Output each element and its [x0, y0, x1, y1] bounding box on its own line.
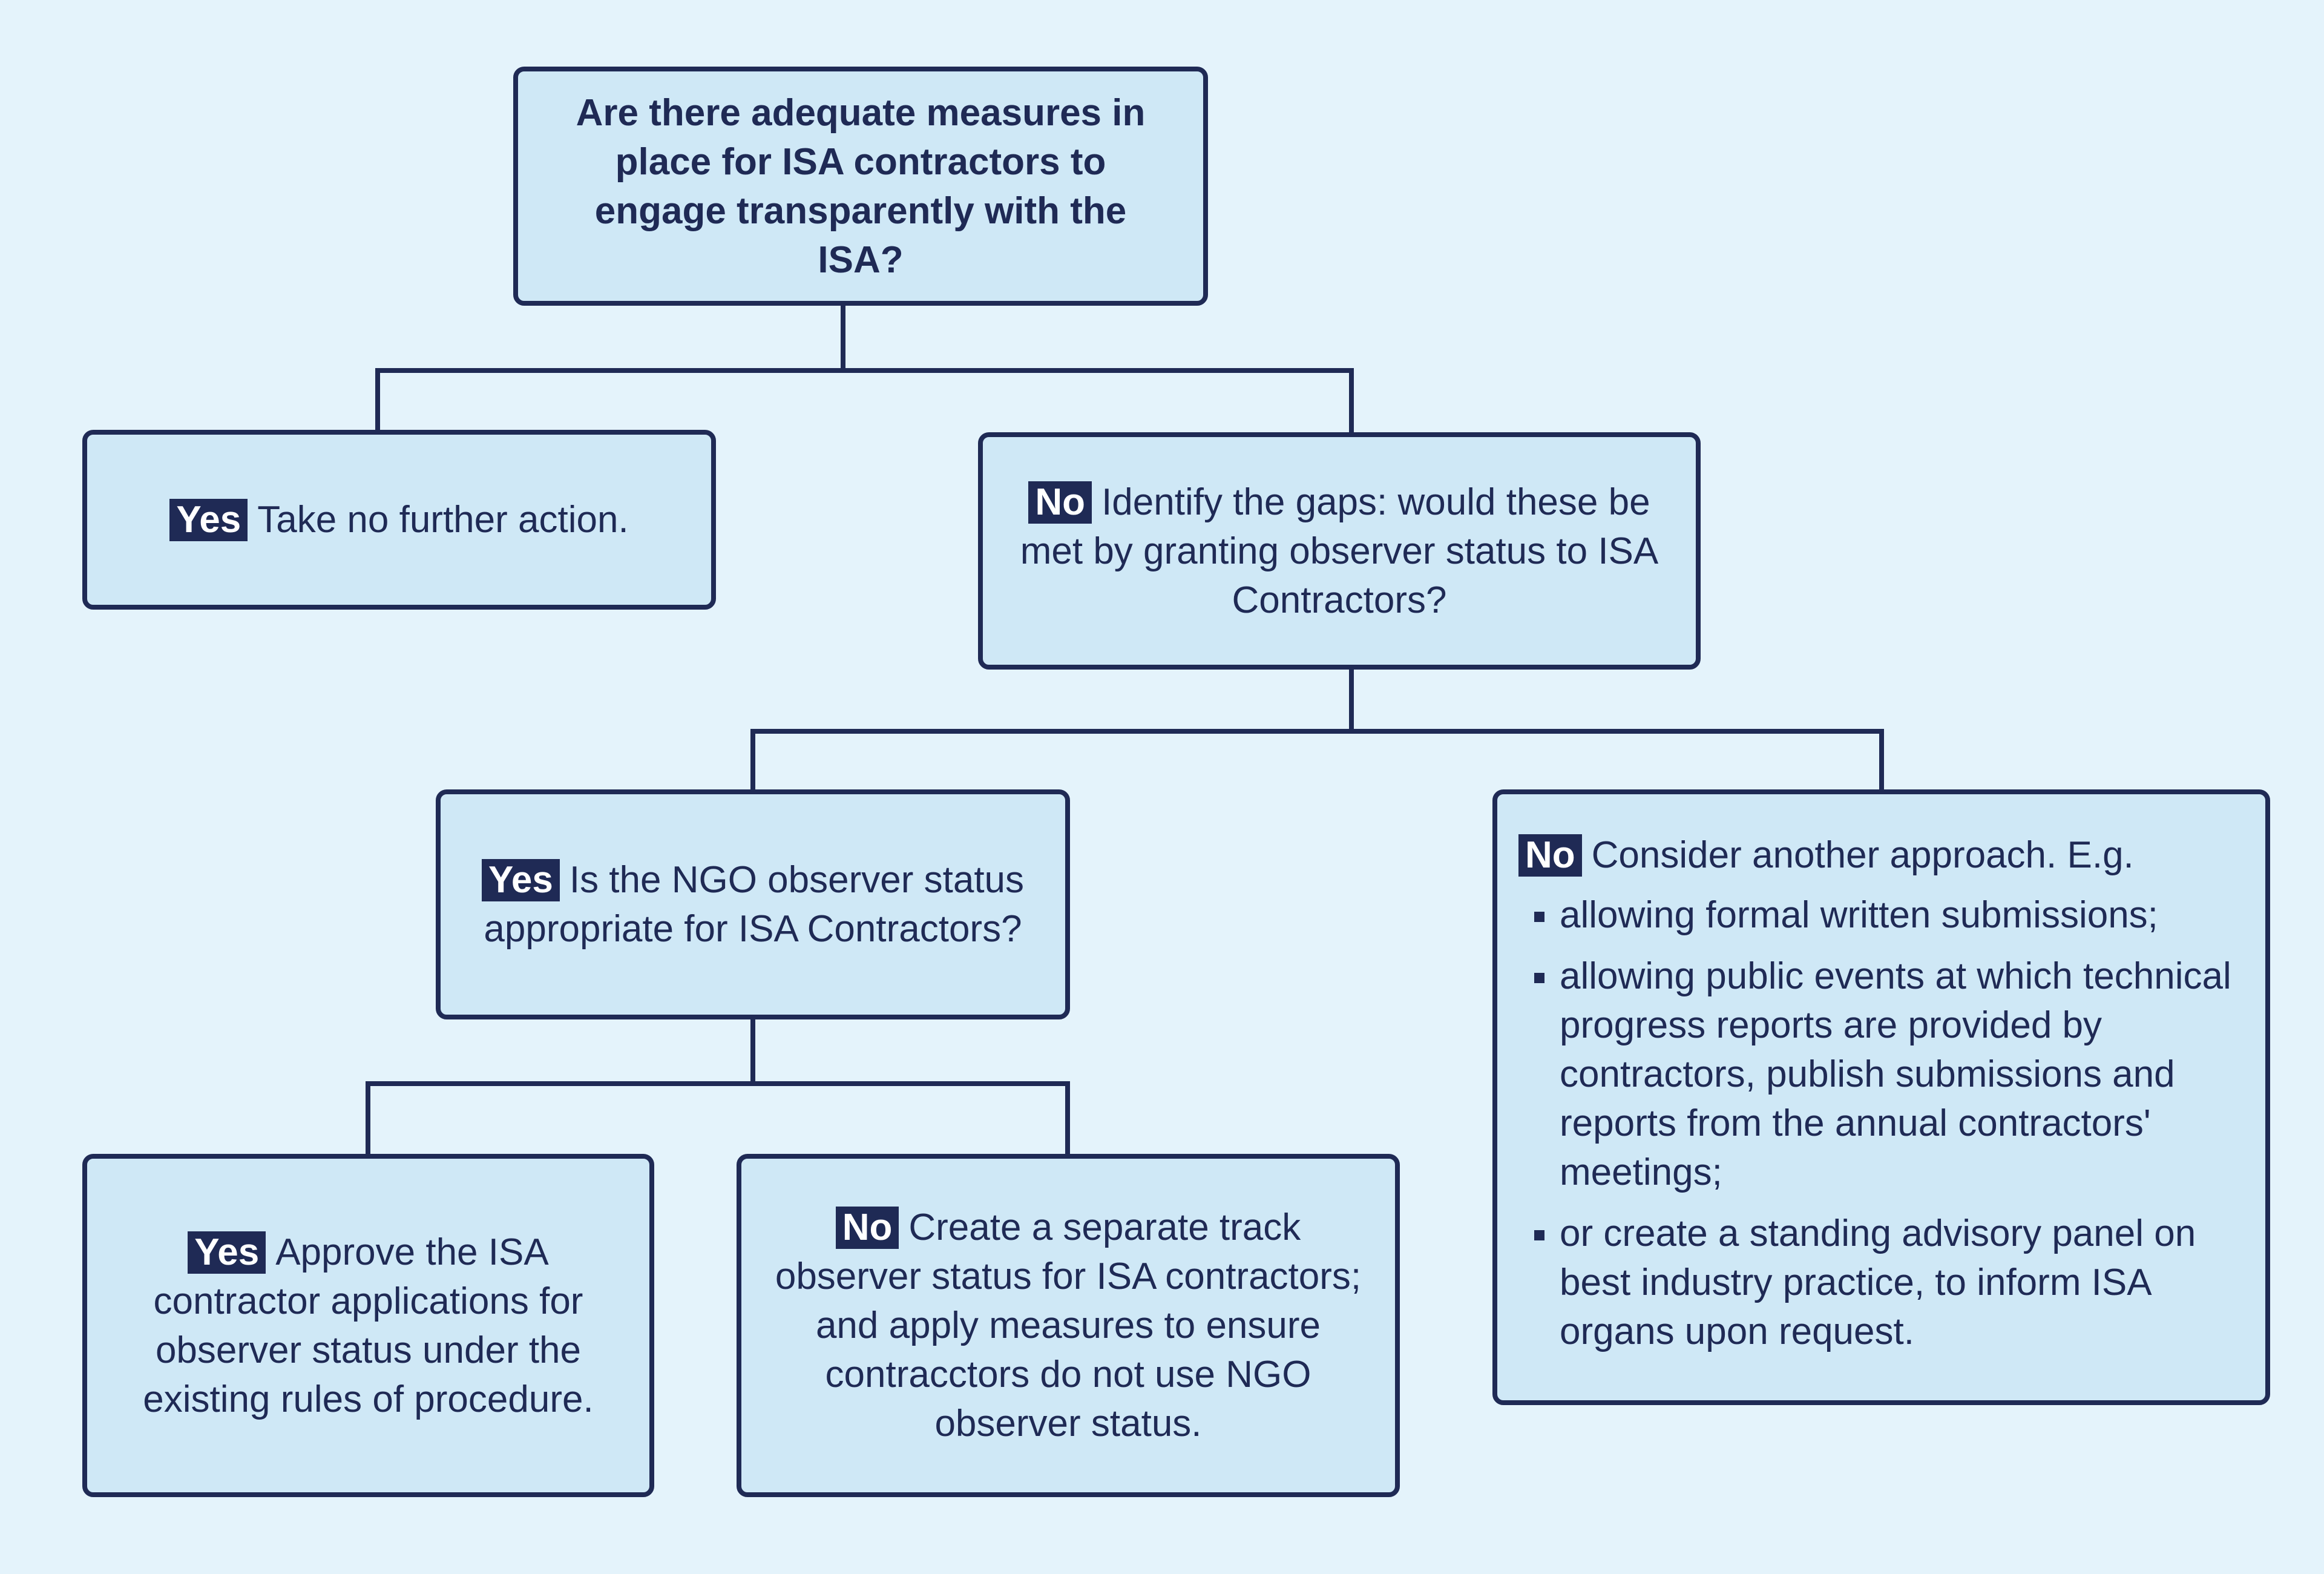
no-tag: No — [1518, 834, 1582, 877]
connector-no1-branches — [750, 667, 1884, 792]
root-question-text: Are there adequate measures in place for… — [576, 91, 1146, 281]
no-identify-gaps-text: Identify the gaps: would these be met by… — [1020, 481, 1659, 621]
approach-bullet-item: or create a standing advisory panel on b… — [1518, 1209, 2235, 1356]
connector-yes2-branches — [366, 1017, 1070, 1156]
approach-bullet-item: allowing formal written submissions; — [1518, 891, 2235, 940]
yes-tag: Yes — [481, 859, 560, 901]
yes-no-further-action-text: Take no further action. — [257, 499, 629, 541]
no-tag: No — [835, 1207, 899, 1249]
root-question-box: Are there adequate measures in place for… — [513, 67, 1208, 306]
approach-bullet-list: allowing formal written submissions; all… — [1518, 891, 2235, 1368]
yes-ngo-status-question-text: Is the NGO observer status appropriate f… — [484, 859, 1025, 950]
yes-tag: Yes — [169, 499, 248, 541]
no-separate-track-text: Create a separate track observer status … — [775, 1207, 1362, 1444]
yes-tag: Yes — [188, 1231, 266, 1274]
approach-bullet-item: allowing public events at which technica… — [1518, 952, 2235, 1197]
no-another-approach-text: Consider another approach. E.g. — [1591, 834, 2134, 876]
no-tag: No — [1028, 481, 1092, 524]
connector-q1-branches — [375, 303, 1354, 435]
yes-approve-applications-text: Approve the ISA contractor applications … — [143, 1231, 594, 1420]
